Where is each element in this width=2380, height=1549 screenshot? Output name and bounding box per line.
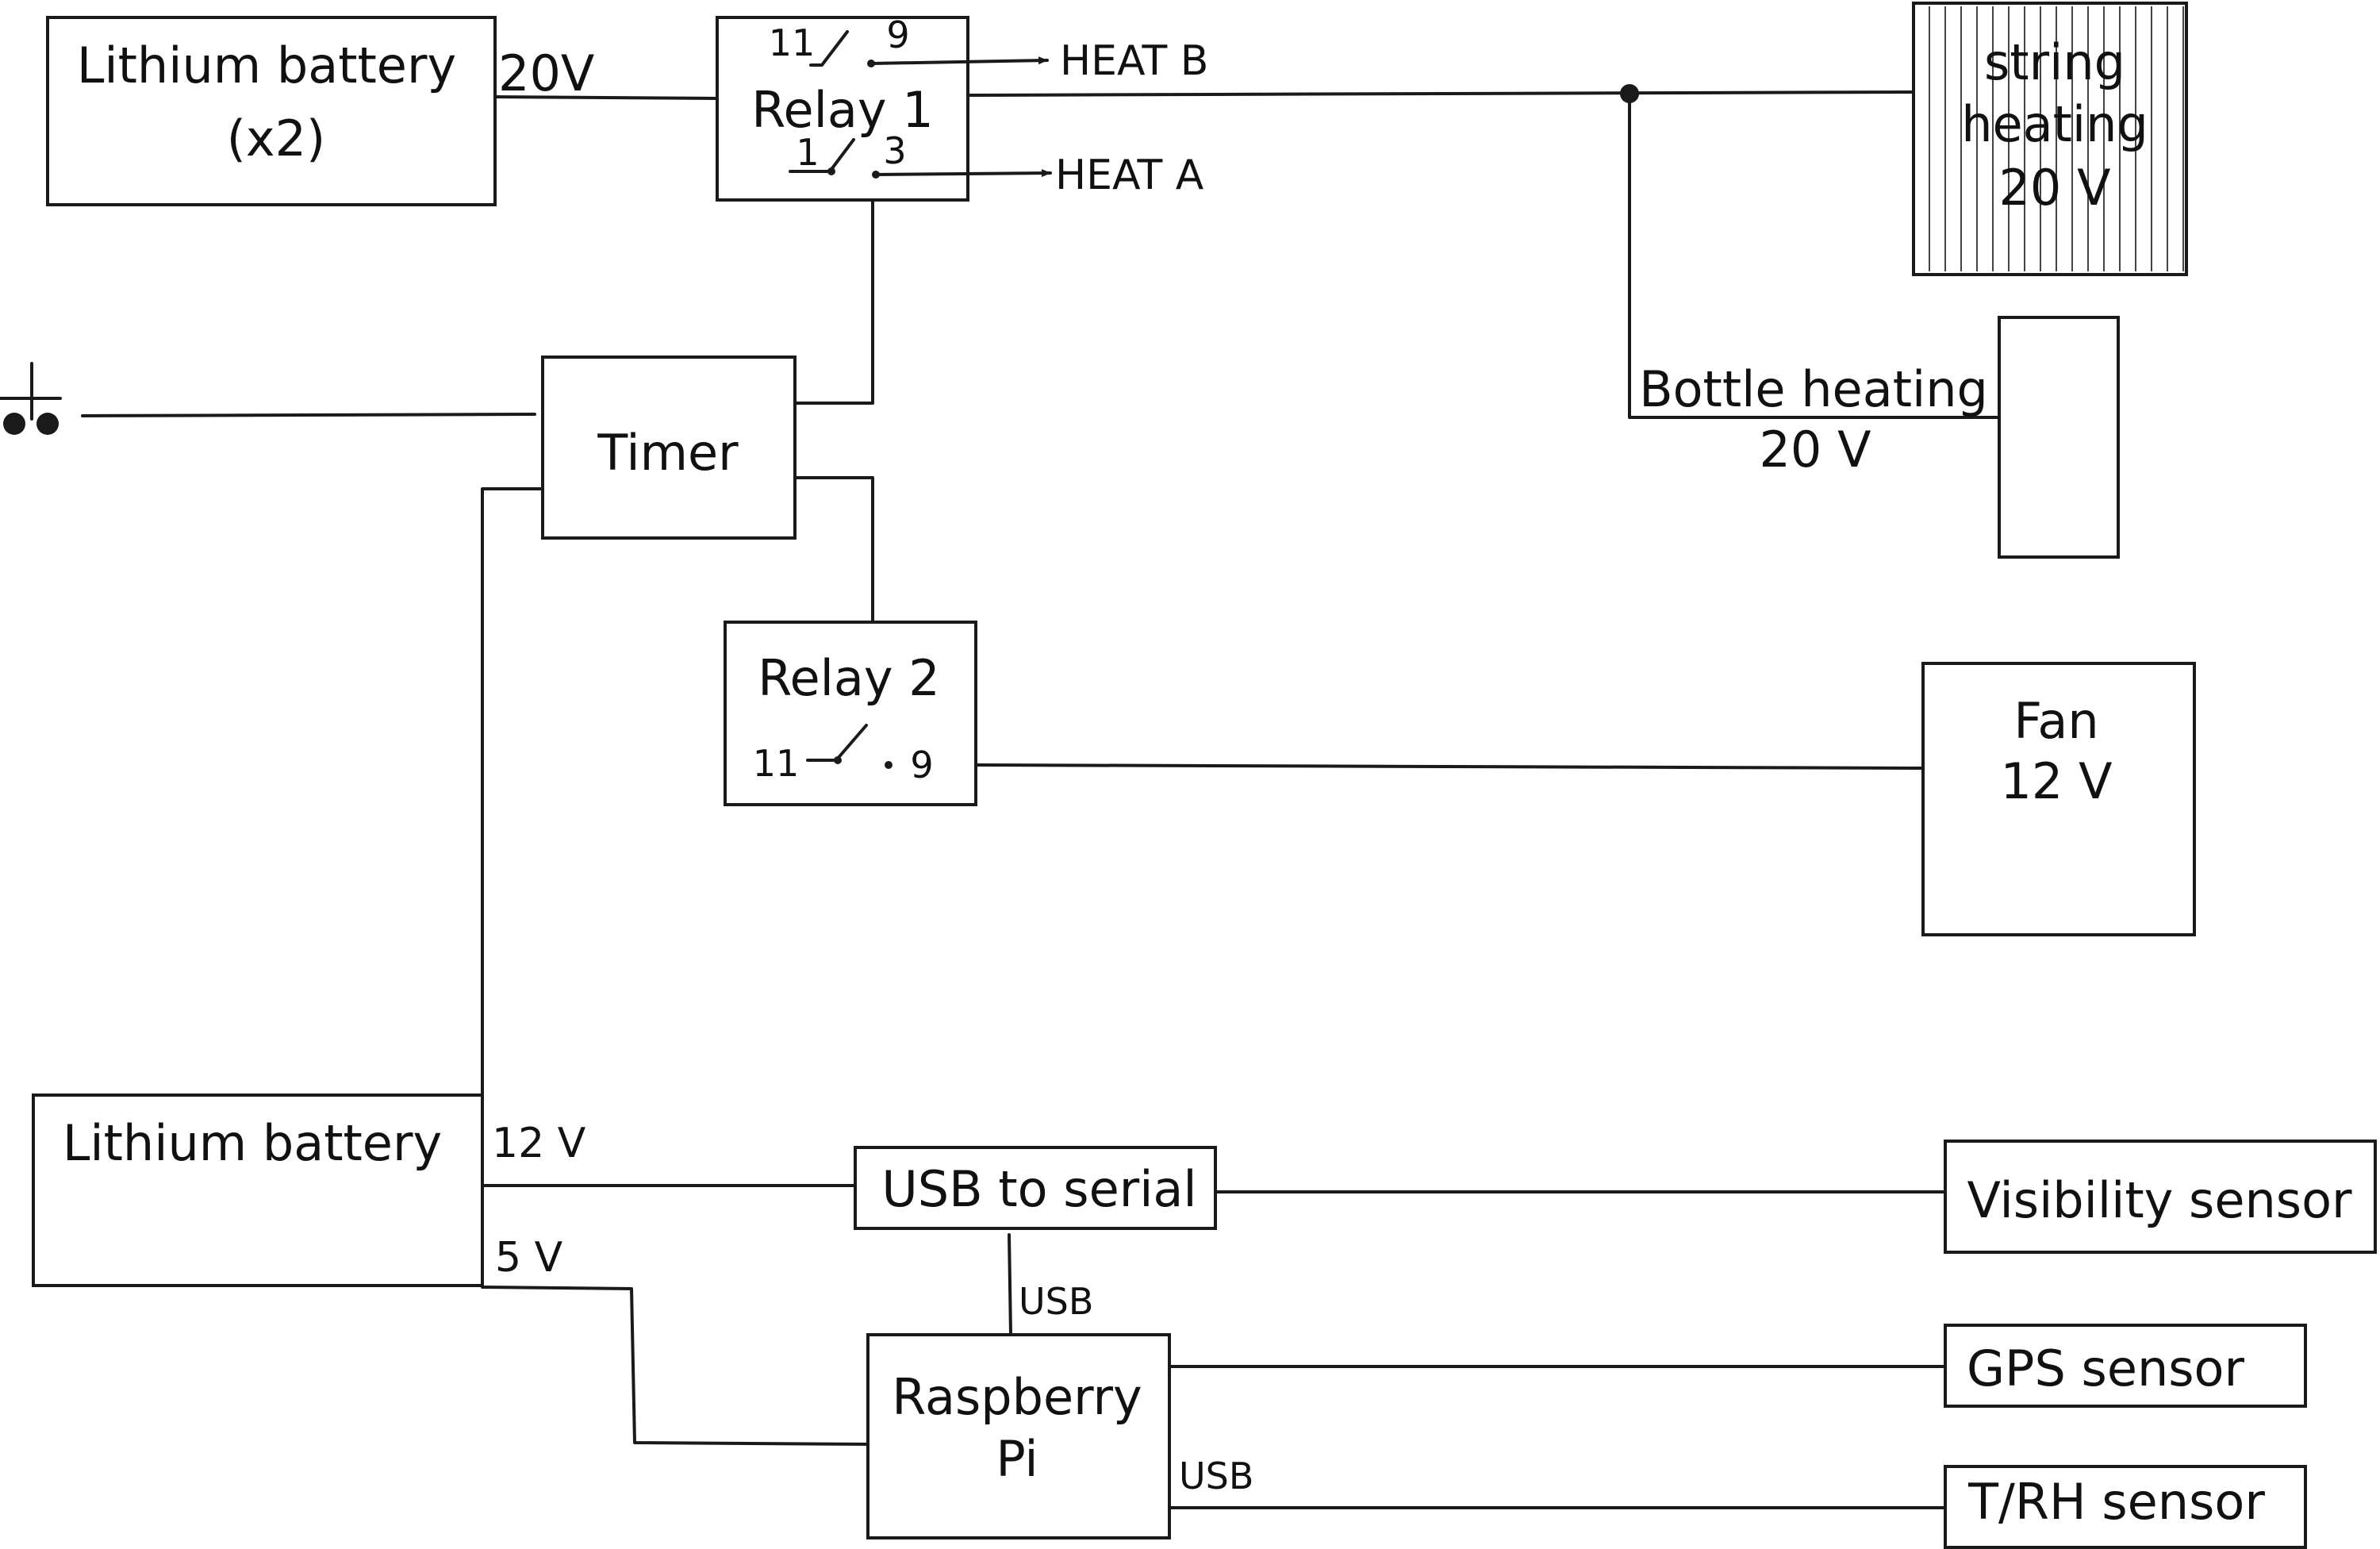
string-heating: string heating 20 V: [1912, 2, 2188, 276]
wire-battery-relay1: [493, 95, 719, 100]
wire-timer-relay2: [795, 476, 874, 624]
switch-contact-right: [36, 413, 59, 435]
fan: Fan 12 V: [1921, 662, 2196, 936]
heat-a-label: HEAT A: [1055, 152, 1204, 199]
string-heating-label-2: heating: [1961, 95, 2148, 153]
relay-1-heat-b-arrow: [869, 56, 1049, 65]
trh-sensor-box: [1944, 1465, 2307, 1549]
timer: Timer: [541, 356, 797, 540]
timer-box: [541, 356, 797, 540]
wire-battery-timer: [481, 487, 547, 1097]
visibility-sensor-box: [1944, 1140, 2377, 1254]
battery-small-12v: 12 V: [492, 1120, 586, 1167]
bottle-heating: Bottle heating 20 V: [1639, 316, 2120, 559]
fan-label: Fan: [2013, 692, 2098, 750]
bottle-heating-voltage: 20 V: [1759, 421, 1871, 479]
switch-icon: [0, 362, 62, 435]
wire-relay1-string-heating: [966, 90, 1915, 97]
relay-1: Relay 1 11 9 1 3 HEAT B HEAT A: [716, 13, 1208, 202]
gps-sensor-label: GPS sensor: [1967, 1340, 2244, 1397]
battery-main-voltage: 20V: [498, 44, 594, 102]
relay-1-pin-1: 1: [796, 131, 819, 174]
string-heating-box: [1912, 2, 2188, 276]
trh-sensor: T/RH sensor: [1944, 1465, 2307, 1549]
wire-usb-serial-pi: [1008, 1233, 1012, 1336]
relay-2-pin-11: 11: [753, 742, 800, 785]
relay-2-box: [724, 621, 977, 806]
wires: [81, 84, 2004, 1509]
relay-1-top-contact: [809, 30, 849, 67]
fan-box: [1921, 662, 2196, 936]
wire-relay1-timer: [795, 198, 874, 405]
relay-1-heat-a-arrow: [874, 169, 1052, 178]
junction-dot: [1620, 84, 1639, 103]
battery-main-box: [46, 16, 497, 206]
fan-voltage: 12 V: [2000, 752, 2112, 810]
raspberry-pi-label-1: Raspberry: [892, 1368, 1142, 1426]
relay-2: Relay 2 11 9: [724, 621, 977, 806]
raspberry-pi-label-2: Pi: [996, 1430, 1038, 1488]
visibility-sensor: Visibility sensor: [1944, 1140, 2377, 1254]
relay-2-terminal: [885, 761, 892, 769]
usb-to-serial-label: USB to serial: [881, 1160, 1196, 1218]
bottle-heating-label: Bottle heating: [1639, 360, 1988, 418]
wire-bottle-heating: [1628, 92, 2004, 419]
raspberry-pi-box: [866, 1333, 1171, 1539]
relay-1-pin-9: 9: [886, 13, 909, 56]
battery-main-quantity: (x2): [227, 110, 326, 167]
usb-to-serial: USB to serial USB: [854, 1146, 1217, 1323]
battery-small-5v: 5 V: [495, 1234, 563, 1282]
battery-small-box: [32, 1094, 484, 1287]
heat-b-label: HEAT B: [1060, 37, 1208, 85]
visibility-sensor-label: Visibility sensor: [1967, 1171, 2352, 1229]
string-heating-label-1: string: [1984, 33, 2125, 91]
switch-contact-left: [3, 413, 25, 435]
raspberry-pi-usb-label: USB: [1179, 1455, 1253, 1497]
relay-2-pin-9: 9: [910, 744, 933, 786]
raspberry-pi: Raspberry Pi USB: [866, 1333, 1253, 1539]
relay-1-pin-11: 11: [769, 21, 816, 64]
relay-2-label: Relay 2: [758, 649, 940, 707]
relay-1-label: Relay 1: [751, 81, 934, 139]
battery-small: Lithium battery 12 V 5 V: [32, 1094, 586, 1287]
relay-2-pivot: [834, 756, 842, 764]
relay-1-bottom-pivot: [827, 167, 835, 175]
wire-switch-timer: [81, 413, 536, 417]
usb-serial-usb-label: USB: [1019, 1280, 1093, 1323]
usb-to-serial-box: [854, 1146, 1217, 1230]
wire-relay2-fan: [974, 763, 1925, 770]
relay-1-pin-3: 3: [883, 129, 906, 172]
battery-main: Lithium battery (x2) 20V: [46, 16, 594, 206]
relay-1-box: [716, 16, 969, 202]
bottle-heating-box: [1998, 316, 2120, 559]
timer-label: Timer: [597, 424, 739, 482]
battery-small-label: Lithium battery: [63, 1114, 442, 1172]
battery-main-label: Lithium battery: [77, 37, 456, 94]
trh-sensor-label: T/RH sensor: [1967, 1473, 2265, 1531]
string-heating-stripes: [1929, 6, 2184, 271]
string-heating-voltage: 20 V: [1998, 159, 2110, 217]
gps-sensor: GPS sensor: [1944, 1324, 2307, 1408]
gps-sensor-box: [1944, 1324, 2307, 1408]
wire-5v-pi: [481, 1286, 874, 1446]
